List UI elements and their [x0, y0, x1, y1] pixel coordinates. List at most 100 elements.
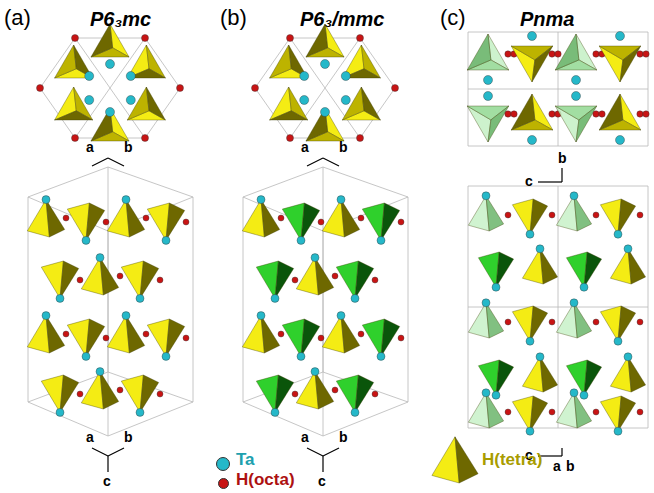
ta-atom: [96, 254, 104, 262]
h-octa-atom: [143, 331, 149, 337]
h-octa-atom: [278, 331, 284, 337]
h-octa-atom: [372, 391, 378, 397]
h-octa-atom: [142, 135, 149, 142]
tetrahedron-face: [41, 375, 63, 412]
ta-atom: [162, 352, 170, 360]
tetrahedron-face: [46, 200, 65, 237]
axis-label: b: [566, 459, 575, 474]
tetrahedron-face: [41, 261, 63, 298]
ta-atom: [136, 408, 144, 416]
tetrahedron-face: [486, 303, 504, 338]
tetrahedron-face: [146, 87, 165, 120]
tetrahedron-face: [556, 393, 577, 428]
axis-line: [307, 448, 323, 456]
tetrahedron-face: [55, 45, 77, 78]
axis-label: a: [553, 459, 561, 474]
tetrahedron-face: [121, 261, 143, 298]
h-octa-atom: [103, 335, 109, 341]
axis-label: b: [339, 430, 348, 445]
ta-atom: [271, 408, 279, 416]
ta-atom: [482, 389, 490, 397]
tetrahedron-face: [628, 249, 646, 284]
tetrahedron-face: [610, 249, 631, 284]
space-group-label: Pnma: [520, 8, 574, 30]
h-octa-atom: [287, 35, 294, 42]
ta-atom: [85, 96, 94, 105]
h-octa-atom: [357, 35, 364, 42]
ta-atom: [570, 389, 578, 397]
h-octa-atom: [357, 135, 364, 142]
h-octa-atom: [252, 85, 259, 92]
tetrahedron-face: [301, 319, 320, 356]
axis-line: [323, 158, 339, 166]
unit-cell-line: [468, 186, 648, 428]
ta-atom: [337, 196, 345, 204]
panel-label: (b): [220, 6, 247, 30]
tetrahedron-face: [60, 261, 79, 298]
ta-atom: [271, 294, 279, 302]
h-octa-atom: [593, 111, 599, 117]
ta-atom: [528, 136, 537, 145]
ta-atom: [126, 72, 135, 81]
h-octa-atom: [505, 319, 511, 325]
axis-label: b: [558, 151, 567, 166]
side-view: [242, 167, 408, 436]
tetrahedron-face: [556, 303, 577, 338]
tetrahedron-face: [296, 372, 318, 409]
h-octa-atom: [637, 212, 643, 218]
tetrahedron-face: [486, 393, 504, 428]
tetrahedron-face: [574, 393, 592, 428]
h-octa-atom: [637, 409, 643, 415]
tetrahedron-face: [381, 319, 400, 356]
tetrahedron-face: [355, 261, 374, 298]
tetrahedron-face: [584, 360, 602, 395]
h-octa-atom: [555, 51, 561, 57]
ta-atom: [616, 136, 625, 145]
axis-line: [322, 456, 323, 472]
tetrahedron-face: [341, 200, 360, 237]
axis-line: [108, 448, 124, 456]
ta-atom: [572, 76, 581, 85]
top-view: [252, 24, 399, 142]
tetrahedron-face: [512, 199, 533, 234]
tetrahedron-face: [574, 303, 592, 338]
tetrahedron-face: [488, 106, 509, 142]
tetrahedron-face: [166, 203, 185, 240]
ta-atom: [56, 408, 64, 416]
ta-atom: [311, 368, 319, 376]
axis-label: a: [301, 140, 309, 155]
tetrahedron-face: [67, 319, 89, 356]
h-octa-atom: [292, 277, 298, 283]
tetrahedron-face: [628, 357, 646, 392]
tetrahedron-face: [126, 316, 145, 353]
tetrahedron-face: [600, 306, 621, 341]
tetrahedron-face: [242, 316, 264, 353]
tetrahedron-face: [140, 375, 159, 412]
h-octa-atom: [593, 319, 599, 325]
tetrahedron-face: [355, 375, 374, 412]
tetrahedron-face: [301, 203, 320, 240]
ta-atom: [82, 236, 90, 244]
ta-atom: [300, 96, 309, 105]
tetrahedron-face: [618, 199, 636, 234]
ta-atom: [526, 427, 534, 435]
ta-atom: [616, 32, 625, 41]
tetrahedron-face: [121, 375, 143, 412]
tetrahedron-face: [140, 261, 159, 298]
ta-atom: [122, 196, 130, 204]
tetrahedron-face: [620, 46, 641, 82]
h-octa-atom: [183, 335, 189, 341]
h-octa-atom: [549, 111, 555, 117]
side-view: [468, 186, 648, 435]
ta-atom: [484, 76, 493, 85]
tetrahedron-face: [270, 111, 308, 120]
tetrahedron-face: [126, 200, 145, 237]
h-octa-atom: [599, 111, 605, 117]
h-octa-atom: [372, 277, 378, 283]
h-octa-atom: [103, 219, 109, 225]
ta-atom: [624, 245, 632, 253]
h-octa-atom: [143, 215, 149, 221]
ta-atom: [377, 236, 385, 244]
h-octa-atom: [637, 51, 643, 57]
